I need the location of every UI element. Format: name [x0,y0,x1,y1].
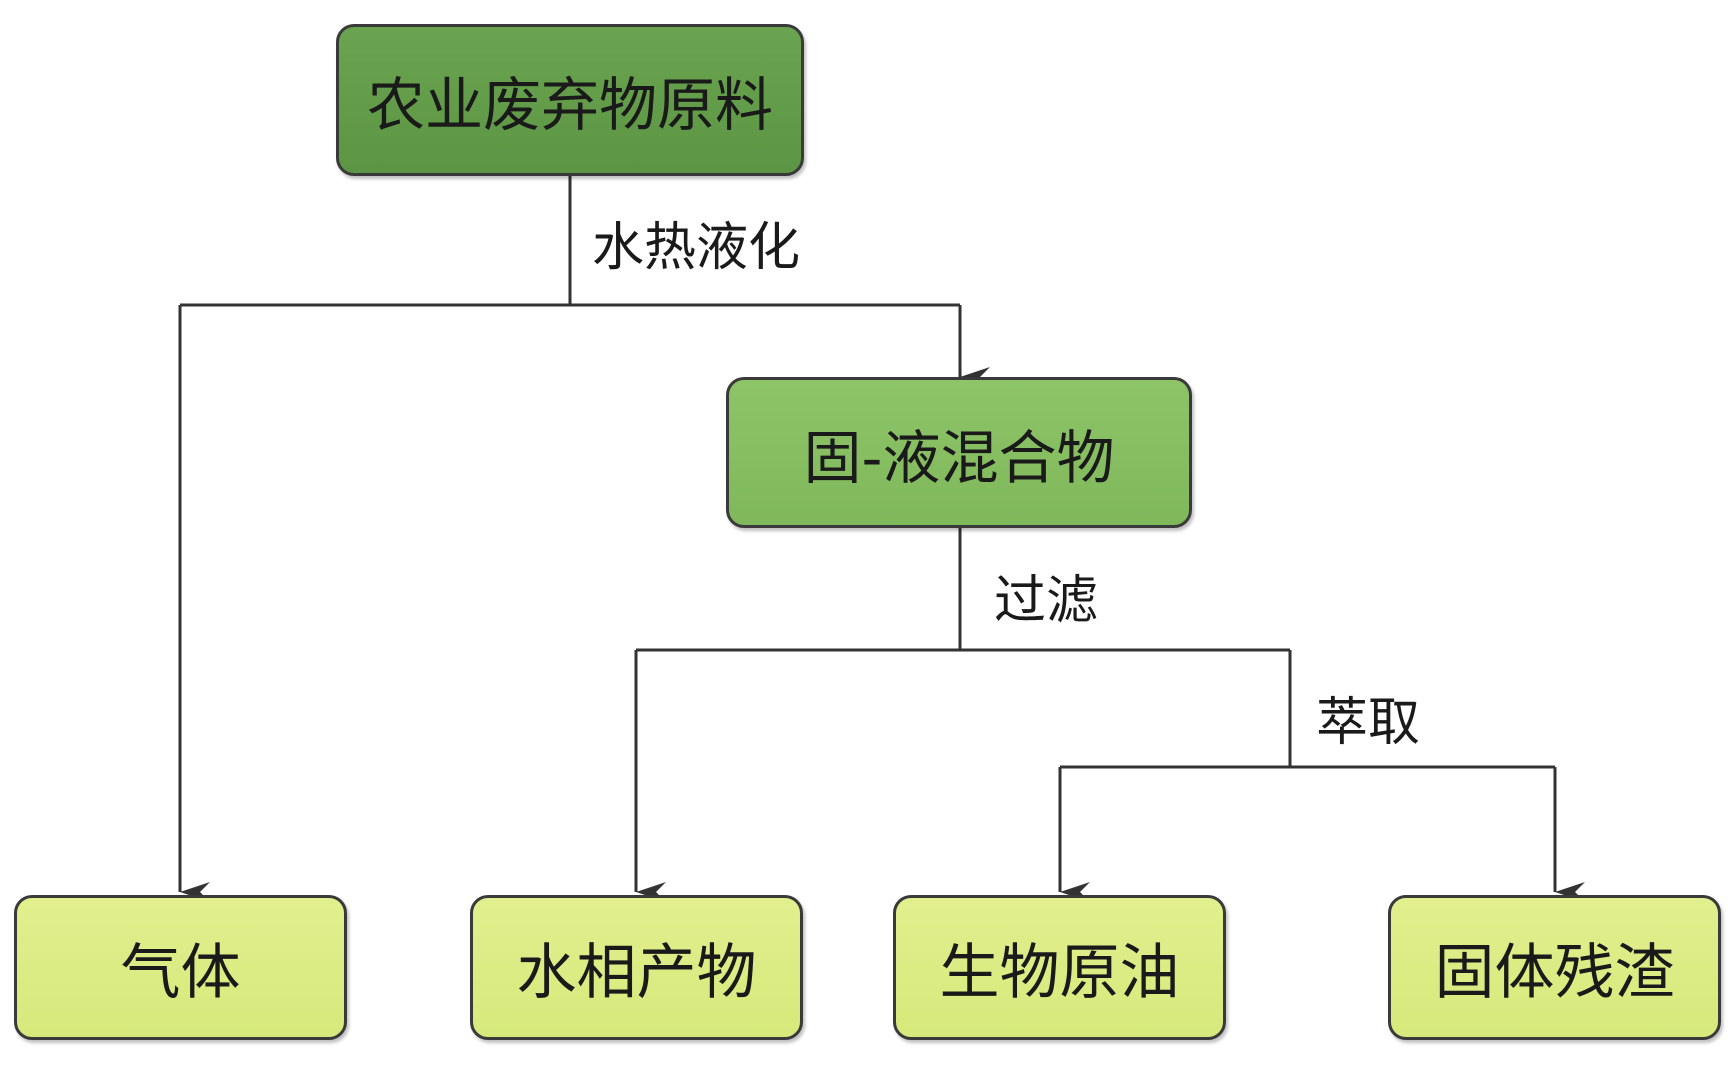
node-gas-label: 气体 [120,938,241,1008]
edge-label-hydrothermal-liquefaction: 水热液化 [592,218,801,278]
node-raw-material: 农业废弃物原料 [336,24,804,176]
node-solid-liquid-mixture-label: 固-液混合物 [803,423,1115,492]
node-aqueous-product-label: 水相产物 [516,938,757,1008]
node-solid-residue: 固体残渣 [1388,895,1721,1040]
node-gas: 气体 [14,895,347,1040]
node-solid-residue-label: 固体残渣 [1434,938,1675,1008]
node-bio-crude-oil: 生物原油 [893,895,1226,1040]
node-raw-material-label: 农业废弃物原料 [366,71,773,139]
node-aqueous-product: 水相产物 [470,895,803,1040]
node-bio-crude-oil-label: 生物原油 [939,938,1180,1008]
node-solid-liquid-mixture: 固-液混合物 [726,377,1192,528]
edge-label-filtration: 过滤 [994,571,1099,631]
edge-label-extraction: 萃取 [1316,693,1421,753]
